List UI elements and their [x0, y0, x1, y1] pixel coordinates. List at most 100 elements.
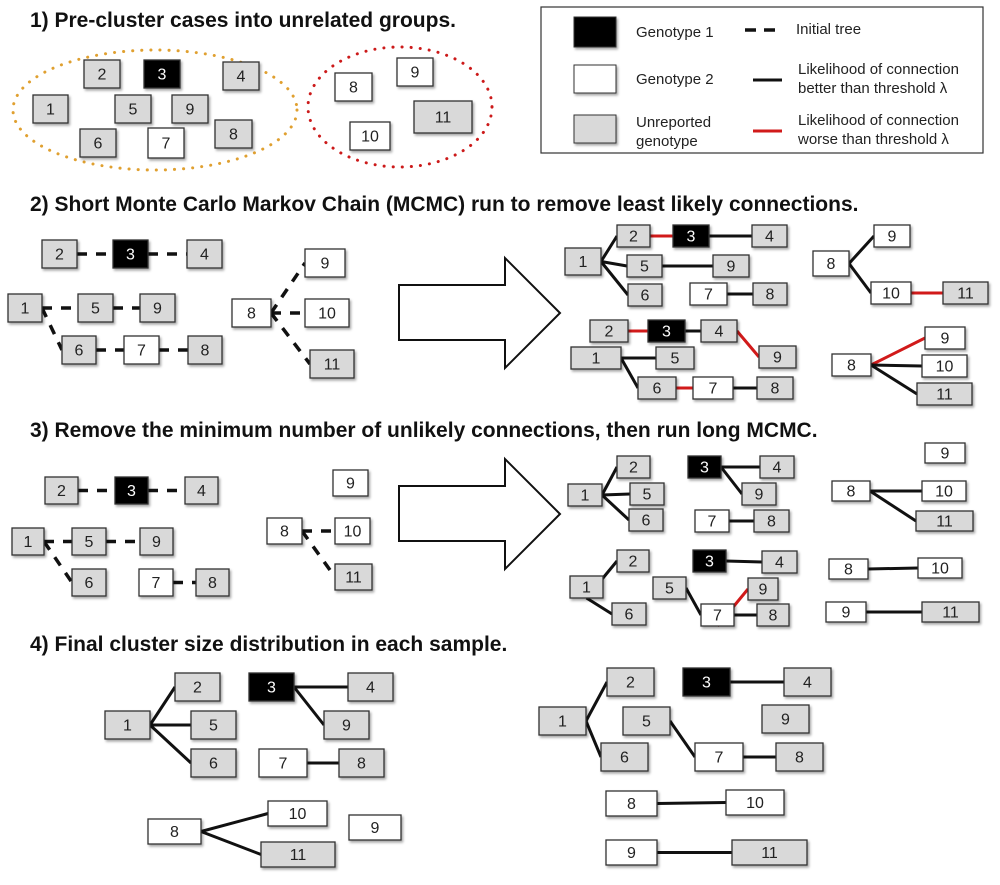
node-label: 9	[321, 256, 330, 273]
case-node-3: 3	[672, 224, 710, 248]
node-box-g2	[258, 748, 308, 778]
case-node-7: 7	[689, 282, 728, 306]
case-node-2: 2	[616, 224, 651, 248]
node-label: 2	[605, 324, 614, 341]
case-node-9: 9	[171, 94, 209, 124]
case-node-4: 4	[186, 239, 223, 269]
node-box-g2	[828, 558, 869, 580]
case-node-1: 1	[567, 483, 603, 507]
node-box-u	[916, 382, 973, 406]
node-box-u	[758, 345, 797, 369]
edge-good-1-2	[599, 235, 619, 263]
edge-dashed-1-6	[40, 307, 64, 351]
node-label: 9	[346, 476, 355, 493]
node-label: 9	[627, 845, 636, 862]
edge-good-8-9	[847, 234, 876, 265]
step-3-title: 3) Remove the minimum number of unlikely…	[30, 419, 818, 442]
case-node-11: 11	[260, 841, 336, 868]
case-node-7: 7	[138, 568, 174, 597]
node-box-u	[79, 128, 117, 158]
node-label: 7	[708, 514, 717, 531]
node-label: 4	[237, 69, 246, 86]
case-node-1: 1	[7, 293, 43, 323]
legend: Genotype 1 Genotype 2 Unreported genotyp…	[540, 6, 984, 154]
node-box-g2	[138, 568, 174, 597]
node-label: 5	[671, 351, 680, 368]
case-node-8: 8	[266, 517, 303, 545]
node-label: 6	[641, 288, 650, 305]
node-label: 11	[290, 847, 307, 864]
node-box-u	[628, 508, 664, 532]
edge-good-1-5	[601, 492, 631, 497]
node-box-u	[616, 224, 651, 248]
case-node-5: 5	[629, 482, 665, 506]
node-label: 5	[640, 259, 649, 276]
case-node-9: 9	[304, 248, 346, 278]
case-node-4: 4	[783, 667, 832, 697]
case-node-5: 5	[655, 346, 695, 370]
node-box-u	[334, 563, 373, 591]
node-label: 8	[170, 824, 179, 841]
node-label: 7	[279, 756, 288, 773]
case-node-9: 9	[332, 469, 369, 497]
node-box-g2	[304, 248, 346, 278]
case-node-5: 5	[622, 706, 671, 736]
case-node-4: 4	[761, 550, 798, 574]
node-label: 9	[941, 331, 950, 348]
node-label: 9	[186, 102, 195, 119]
node-label: 8	[847, 484, 856, 501]
case-node-8: 8	[828, 558, 869, 580]
case-node-8: 8	[187, 335, 223, 365]
case-node-8: 8	[812, 250, 850, 277]
node-label: 9	[727, 259, 736, 276]
node-label: 5	[643, 487, 652, 504]
node-label: 8	[627, 796, 636, 813]
case-node-7: 7	[147, 127, 185, 159]
node-box-u	[629, 482, 665, 506]
edge-good-8-10	[847, 262, 873, 294]
case-node-5: 5	[114, 94, 152, 124]
case-node-11: 11	[413, 100, 473, 134]
node-box-g1	[687, 455, 722, 479]
node-box-g2	[831, 353, 872, 377]
node-box-u	[61, 335, 97, 365]
node-label: 11	[957, 286, 974, 303]
edge-bad-4-9	[735, 330, 761, 358]
node-box-g2	[348, 814, 402, 841]
node-label: 3	[127, 483, 136, 500]
case-node-10: 10	[267, 800, 328, 827]
node-label: 9	[371, 820, 380, 837]
node-label: 10	[289, 806, 307, 823]
node-label: 9	[941, 446, 950, 463]
node-box-u	[347, 672, 394, 702]
node-label: 2	[55, 247, 64, 264]
case-node-3: 3	[687, 455, 722, 479]
case-node-10: 10	[349, 121, 391, 151]
node-box-g2	[304, 298, 350, 328]
case-node-10: 10	[334, 517, 371, 545]
node-label: 8	[357, 756, 366, 773]
node-label: 9	[781, 712, 790, 729]
node-label: 2	[629, 460, 638, 477]
node-label: 8	[201, 343, 210, 360]
legend-label-initial-tree: Initial tree	[796, 21, 861, 38]
node-label: 9	[755, 487, 764, 504]
node-label: 6	[209, 756, 218, 773]
node-label: 2	[629, 229, 638, 246]
case-node-11: 11	[309, 349, 355, 379]
case-node-6: 6	[190, 748, 237, 778]
case-node-11: 11	[921, 601, 980, 623]
node-label: 3	[687, 229, 696, 246]
node-box-u	[747, 577, 779, 601]
node-box-u	[195, 568, 230, 597]
node-box-g2	[917, 557, 963, 579]
case-node-3: 3	[682, 667, 731, 697]
case-node-5: 5	[77, 293, 114, 323]
node-label: 6	[94, 136, 103, 153]
case-node-8: 8	[334, 72, 373, 102]
case-node-6: 6	[71, 568, 107, 597]
edge-good-8-11	[200, 830, 262, 856]
